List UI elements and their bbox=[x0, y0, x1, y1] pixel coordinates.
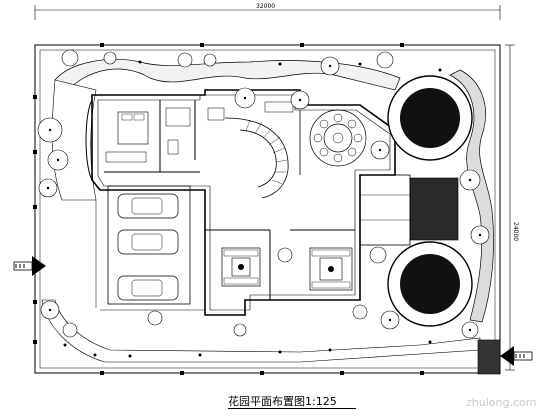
tree-icon bbox=[369, 246, 387, 264]
car-icon bbox=[117, 229, 179, 255]
sofa-set-icon bbox=[221, 247, 261, 287]
terrace-paving bbox=[409, 177, 459, 241]
drawing-caption: 花园平面布置图1:125 bbox=[228, 395, 337, 408]
tree-icon bbox=[277, 247, 293, 263]
watermark: zhulong.com bbox=[466, 396, 537, 409]
entrance-arrow-icon bbox=[500, 346, 533, 366]
tree-icon bbox=[233, 323, 247, 337]
top-dimension: 32000 bbox=[34, 3, 501, 20]
garage bbox=[107, 185, 191, 305]
sofa-set-icon bbox=[309, 247, 353, 291]
bed bbox=[117, 111, 149, 145]
shrub-dots bbox=[63, 60, 442, 358]
tree-icon bbox=[376, 51, 394, 69]
right-dimension-label: 24000 bbox=[512, 222, 519, 241]
tree-icon bbox=[177, 52, 193, 68]
tree-icon bbox=[103, 51, 117, 65]
circular-planter-south bbox=[387, 241, 473, 327]
tree-icon bbox=[203, 53, 217, 67]
tree-icon bbox=[62, 322, 78, 338]
car-icon bbox=[117, 193, 179, 219]
west-planting-bed bbox=[51, 79, 97, 201]
round-table-icon bbox=[309, 109, 367, 167]
entrance-arrow-icon bbox=[13, 256, 46, 276]
top-dimension-label: 32000 bbox=[256, 3, 275, 10]
right-dimension: 24000 bbox=[505, 44, 519, 371]
car-icon bbox=[117, 275, 179, 301]
east-gravel-path bbox=[449, 69, 494, 323]
tree-icon bbox=[61, 49, 79, 67]
bathtub bbox=[165, 107, 191, 127]
caption-underline bbox=[228, 408, 356, 409]
boundary-posts bbox=[33, 43, 424, 375]
wardrobe bbox=[105, 151, 147, 163]
circular-planter-north bbox=[387, 75, 473, 161]
tree-centres bbox=[46, 64, 482, 332]
tree-icon bbox=[147, 310, 163, 326]
tree-icon bbox=[352, 304, 368, 320]
north-planting-bed bbox=[54, 59, 401, 101]
curved-staircase bbox=[224, 117, 289, 199]
south-east-gate bbox=[477, 339, 501, 375]
site-boundary-inner bbox=[39, 49, 496, 369]
